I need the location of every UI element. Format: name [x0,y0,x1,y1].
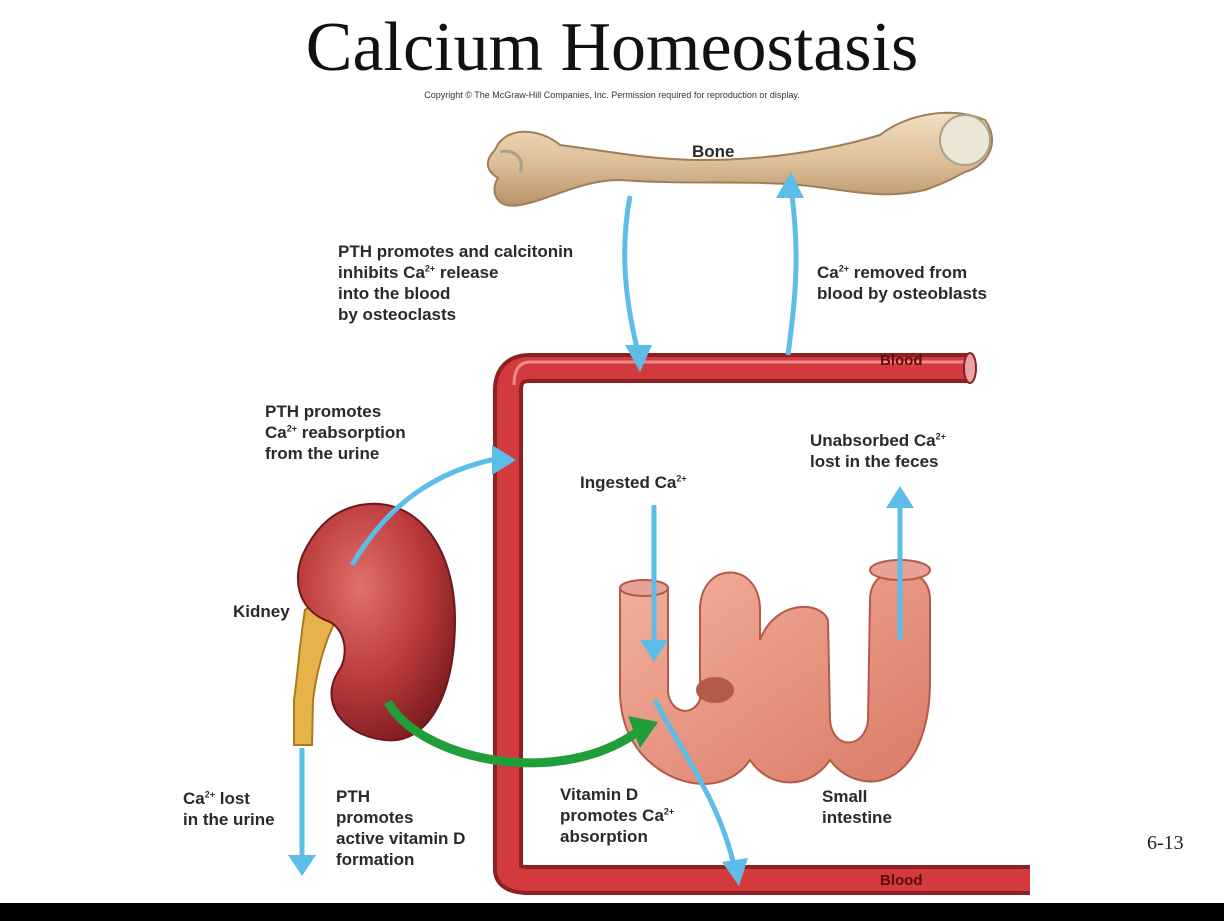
arrow-absorption-to-blood [652,698,738,871]
bone-illustration [486,111,994,207]
blood-vessel [493,352,1030,895]
label-pth-vitamin-d: PTH promotes active vitamin D formation [336,787,466,869]
label-kidney: Kidney [233,602,290,621]
ca-arrowheads [288,172,914,886]
label-blood-top: Blood [880,352,923,369]
label-small-intestine: Small intestine [822,787,892,827]
vitamin-d-arrow [384,699,658,768]
label-pth-bone: PTH promotes and calcitonin inhibits Ca2… [338,242,574,324]
bottom-bar [0,903,1224,921]
arrow-blood-to-bone [785,194,799,356]
arrow-bone-to-blood [622,195,641,353]
label-osteoblasts: Ca2+ removed from blood by osteoblasts [817,263,988,303]
arrow-kidney-to-blood [349,455,501,567]
label-unabsorbed: Unabsorbed Ca2+ lost in the feces [810,431,946,471]
slide-number: 6-13 [1147,832,1184,854]
label-ingested: Ingested Ca2+ [580,473,687,492]
ca-flow-arrows [299,194,903,871]
label-urine-loss: Ca2+ lost in the urine [183,789,275,829]
copyright-notice: Copyright © The McGraw-Hill Companies, I… [424,90,800,100]
label-bone: Bone [692,142,735,161]
label-vitamin-d-absorption: Vitamin D promotes Ca2+ absorption [560,785,675,846]
kidney-illustration [293,502,457,746]
page-title: Calcium Homeostasis [305,9,919,86]
label-blood-bottom: Blood [880,872,923,889]
small-intestine-illustration [619,559,931,785]
label-pth-kidney: PTH promotes Ca2+ reabsorption from the … [265,402,406,463]
